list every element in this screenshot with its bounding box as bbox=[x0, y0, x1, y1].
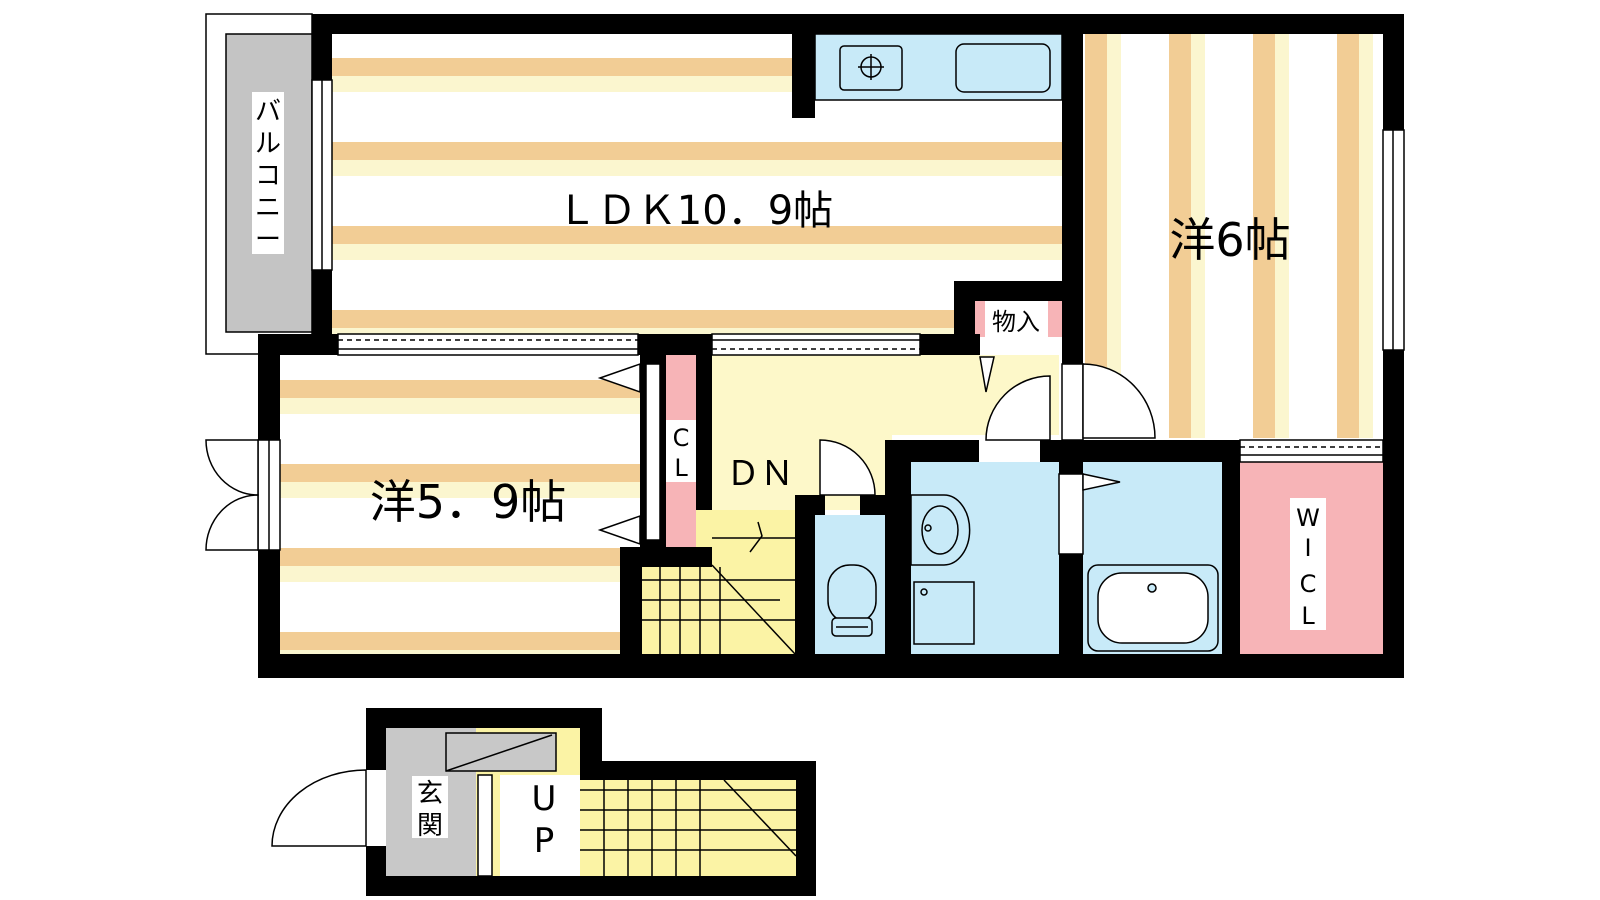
western-5-9-label: 洋5．9帖 bbox=[370, 475, 567, 529]
balcony-label: バ ル コ ニ ー bbox=[255, 97, 281, 255]
closet-cl-label: C L bbox=[666, 420, 696, 482]
stair-up-label: U P bbox=[532, 779, 557, 861]
walls bbox=[258, 14, 1404, 678]
svg-text:C: C bbox=[1300, 570, 1317, 598]
walk-in-closet-label: W I C L bbox=[1290, 498, 1326, 630]
entrance-label: 玄 関 bbox=[412, 776, 448, 841]
svg-text:W: W bbox=[1296, 504, 1320, 532]
storage-floor-white bbox=[985, 301, 1048, 337]
wash-basin bbox=[910, 494, 975, 645]
svg-text:C: C bbox=[673, 424, 690, 452]
storage-label: 物入 bbox=[992, 308, 1040, 336]
svg-text:関: 関 bbox=[417, 811, 443, 841]
svg-text:L: L bbox=[1301, 602, 1315, 630]
doors bbox=[205, 356, 1156, 551]
svg-text:玄: 玄 bbox=[417, 779, 443, 809]
svg-text:U: U bbox=[532, 779, 557, 819]
entrance-block bbox=[271, 708, 816, 896]
svg-text:バ: バ bbox=[255, 97, 281, 127]
stair-down-steps bbox=[642, 521, 796, 655]
svg-text:コ: コ bbox=[255, 161, 281, 191]
svg-text:P: P bbox=[534, 821, 555, 861]
western-5-9-floor bbox=[280, 355, 640, 654]
western-6-floor bbox=[1083, 34, 1383, 438]
svg-text:I: I bbox=[1304, 534, 1311, 562]
bathtub bbox=[1087, 564, 1219, 652]
ldk-label: ＬＤＫ10．9帖 bbox=[557, 188, 833, 234]
toilet-fixture bbox=[827, 564, 877, 637]
stair-down-label: ＤＮ bbox=[726, 454, 794, 494]
svg-text:L: L bbox=[674, 454, 688, 482]
svg-text:ル: ル bbox=[255, 129, 281, 159]
kitchen-fixtures bbox=[839, 43, 1051, 93]
svg-text:ー: ー bbox=[255, 225, 281, 255]
western-6-label: 洋6帖 bbox=[1169, 213, 1290, 267]
windows bbox=[257, 79, 1405, 555]
svg-text:ニ: ニ bbox=[255, 193, 281, 223]
balcony bbox=[205, 13, 313, 355]
